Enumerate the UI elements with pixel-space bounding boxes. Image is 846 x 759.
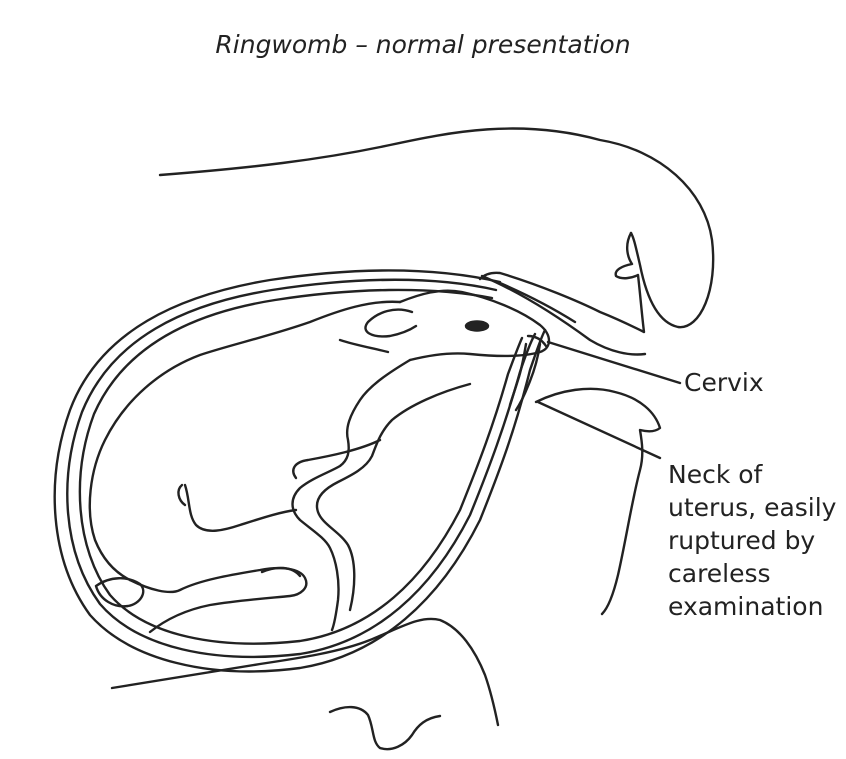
uterus-inner-wall bbox=[80, 290, 522, 644]
lamb-foreleg bbox=[293, 360, 411, 630]
lamb-tail bbox=[178, 485, 185, 505]
lamb-ear bbox=[365, 310, 416, 337]
uterus-middle-wall bbox=[67, 280, 535, 657]
lamb-foreleg-inner bbox=[317, 384, 470, 610]
tail-outline bbox=[480, 233, 644, 332]
lamb-hind-leg bbox=[130, 568, 306, 632]
neck-label-line: examination bbox=[668, 590, 838, 623]
ewe-back-outline bbox=[160, 128, 713, 327]
leg-outline bbox=[330, 707, 440, 749]
lamb-belly bbox=[185, 485, 296, 531]
lamb-front-leg bbox=[293, 440, 380, 478]
cervix-label: Cervix bbox=[684, 366, 764, 399]
belly-outline bbox=[112, 619, 498, 725]
neck-label-line: Neck of bbox=[668, 458, 838, 491]
neck-label-line: careless bbox=[668, 557, 838, 590]
inner-fold bbox=[340, 340, 388, 352]
vaginal-wall-upper-inner bbox=[500, 283, 575, 322]
lamb-hoof bbox=[96, 578, 143, 606]
neck-of-uterus-label: Neck of uterus, easily ruptured by carel… bbox=[668, 458, 838, 623]
neck-label-line: uterus, easily bbox=[668, 491, 838, 524]
neck-label-line: ruptured by bbox=[668, 524, 838, 557]
udder-outline bbox=[536, 389, 660, 614]
lamb-eye bbox=[466, 322, 488, 331]
cervix-leader-line bbox=[548, 342, 680, 383]
